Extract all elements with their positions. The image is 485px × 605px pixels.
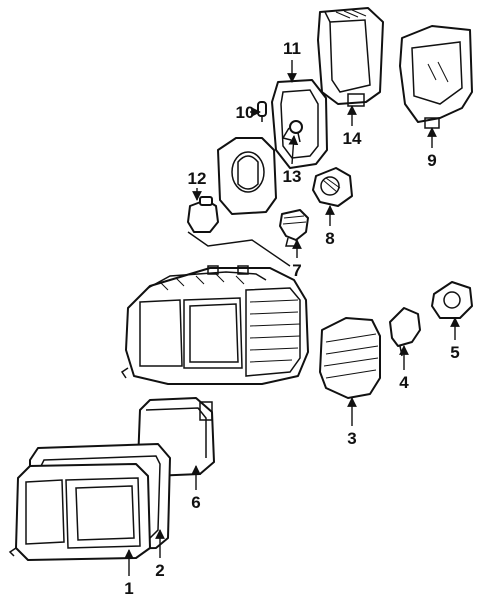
part-4-marker-bulb <box>389 307 421 357</box>
callout-4: 4 <box>399 373 409 392</box>
callout-labels: 1 2 3 4 5 6 7 8 9 10 11 12 13 14 <box>124 39 459 598</box>
part-9-housing-cover <box>399 25 473 129</box>
callout-12: 12 <box>188 169 207 188</box>
part-14-lamp-bracket <box>317 7 384 107</box>
part-13-bulb-socket <box>281 120 303 143</box>
callout-5: 5 <box>450 343 459 362</box>
callout-7: 7 <box>292 261 301 280</box>
callout-13: 13 <box>283 167 302 186</box>
callout-14: 14 <box>343 129 362 148</box>
callout-3: 3 <box>347 429 356 448</box>
leader-13 <box>288 135 299 165</box>
callout-9: 9 <box>427 151 436 170</box>
callout-8: 8 <box>325 229 334 248</box>
part-3-side-marker-lens <box>319 317 381 399</box>
lamp-housing <box>217 137 277 215</box>
leader-lines <box>124 60 460 576</box>
part-5-marker-socket <box>431 281 473 319</box>
part-8-socket <box>312 167 353 207</box>
part-7-halogen-bulb <box>279 209 309 247</box>
callout-10: 10 <box>236 103 255 122</box>
part-12-bulb <box>187 196 219 233</box>
callout-2: 2 <box>155 561 164 580</box>
part-1-headlamp-lens <box>8 463 151 561</box>
part-12-leader-group <box>187 231 291 267</box>
callout-11: 11 <box>283 39 301 58</box>
callout-1: 1 <box>124 579 133 598</box>
callout-6: 6 <box>191 493 200 512</box>
headlamp-housing <box>120 265 309 385</box>
part-10-small-bulb <box>257 101 267 122</box>
